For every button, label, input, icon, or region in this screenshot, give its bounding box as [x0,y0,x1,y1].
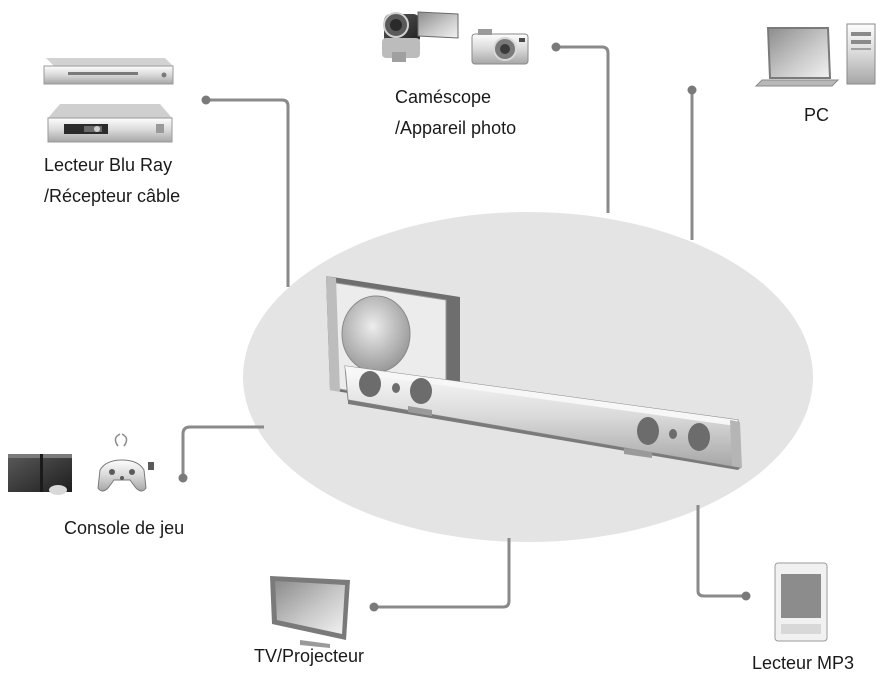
soundbar-icon [326,276,742,470]
game-console-icon [8,433,154,495]
dot-bluray [201,95,211,105]
pc-label: PC [804,105,830,125]
bluray-label-1: Lecteur Blu Ray [44,155,173,175]
dot-pc [687,85,697,95]
line-bluray [206,98,290,287]
camcorder-camera-icon [382,11,529,65]
dot-mp3 [741,591,751,601]
mp3-player-icon [774,562,828,642]
bluray-player-icon [43,58,174,143]
line-mp3 [696,505,746,598]
connection-lines [181,45,746,609]
console-label: Console de jeu [64,518,185,538]
line-camera [556,45,610,213]
dot-camera [551,42,561,52]
tv-icon [270,576,350,648]
pc-icon [754,23,876,87]
dot-console [178,473,188,483]
camera-label-2: /Appareil photo [395,118,517,138]
dot-tv [369,602,379,612]
bluray-label-2: /Récepteur câble [44,186,181,206]
center-ellipse [243,212,813,542]
tv-label: TV/Projecteur [254,646,365,666]
camera-label-1: Caméscope [395,87,492,107]
line-tv [374,538,511,609]
connection-dots [178,42,751,612]
line-console [181,425,264,478]
mp3-label: Lecteur MP3 [752,653,855,673]
